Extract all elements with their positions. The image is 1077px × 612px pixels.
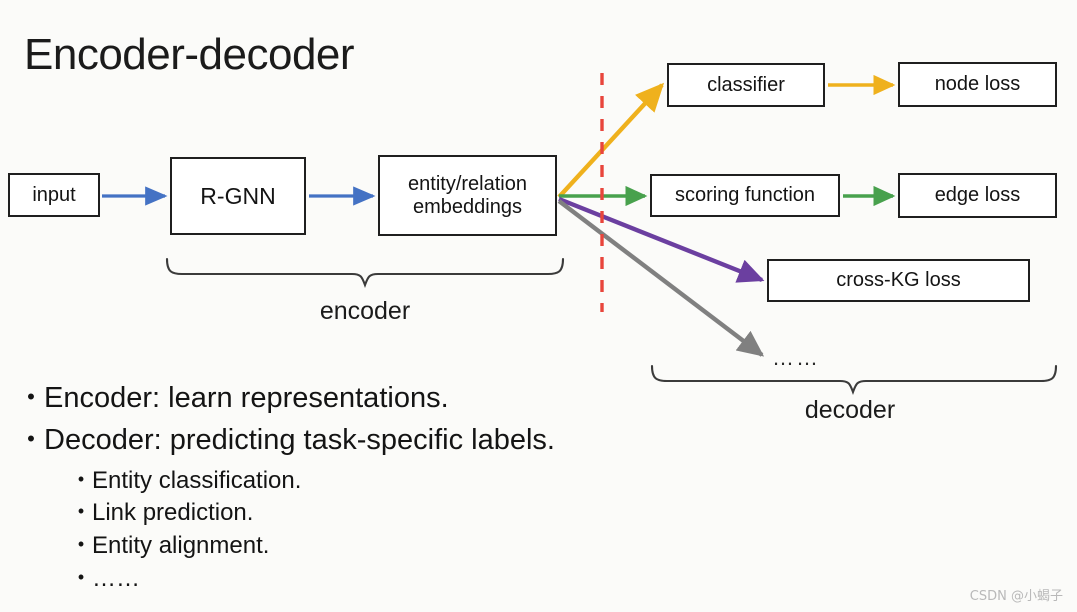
sub-bullet-item-entity-alignment: • Entity alignment. <box>18 532 658 561</box>
bullet-text: Decoder: predicting task-specific labels… <box>44 424 555 457</box>
diagram-box-input[interactable]: input <box>8 173 100 217</box>
watermark: CSDN @小蝎子 <box>969 589 1063 604</box>
bullet-text: Link prediction. <box>92 499 254 527</box>
diagram-box-classifier-label: classifier <box>707 73 785 96</box>
decoder-brace-label: decoder <box>804 396 896 424</box>
bullet-list: • Encoder: learn representations. • Deco… <box>18 382 658 598</box>
diagram-box-embeddings[interactable]: entity/relation embeddings <box>378 155 557 236</box>
sub-bullet-item-link-prediction: • Link prediction. <box>18 499 658 528</box>
bullet-marker: • <box>77 567 85 588</box>
bullet-text: Encoder: learn representations. <box>44 382 449 414</box>
sub-bullet-item-ellipsis: • …… <box>18 565 658 594</box>
diagram-box-edge-loss[interactable]: edge loss <box>898 173 1057 218</box>
decoder-ellipsis: …… <box>772 345 820 370</box>
bullet-text: Entity alignment. <box>92 532 270 560</box>
diagram-box-node-loss[interactable]: node loss <box>898 62 1057 107</box>
sub-bullet-item-entity-classification: • Entity classification. <box>18 467 658 496</box>
diagram-box-rgnn[interactable]: R-GNN <box>170 157 306 235</box>
embeddings-label-line2: embeddings <box>413 195 522 218</box>
bullet-marker: • <box>77 501 85 522</box>
diagram-box-node-loss-label: node loss <box>934 73 1021 95</box>
bullet-marker: • <box>77 534 85 555</box>
bullet-marker: • <box>77 468 85 489</box>
encoder-brace-label: encoder <box>319 297 411 325</box>
bullet-marker: • <box>27 384 35 409</box>
diagram-box-input-label: input <box>32 183 76 206</box>
diagram-box-classifier[interactable]: classifier <box>667 63 825 107</box>
diagram-box-cross-kg-loss-label: cross-KG loss <box>836 269 961 291</box>
encoder-brace <box>165 257 565 288</box>
bullet-marker: • <box>27 426 35 452</box>
decoder-brace <box>650 364 1058 395</box>
bullet-item-encoder: • Encoder: learn representations. <box>18 382 658 415</box>
diagram-box-embeddings-label: entity/relation embeddings <box>408 173 527 219</box>
diagram-box-scoring-function-label: scoring function <box>674 184 816 206</box>
diagram-box-rgnn-label: R-GNN <box>200 182 276 209</box>
diagram-box-scoring-function[interactable]: scoring function <box>650 174 840 217</box>
bullet-text: Entity classification. <box>92 466 302 494</box>
arrow-embeddings-to-ellipsis <box>557 199 765 357</box>
bullet-item-decoder: • Decoder: predicting task-specific labe… <box>18 424 658 457</box>
diagram-box-cross-kg-loss[interactable]: cross-KG loss <box>767 259 1030 302</box>
page-title: Encoder-decoder <box>24 30 355 79</box>
embeddings-label-line1: entity/relation <box>408 172 527 195</box>
diagram-box-edge-loss-label: edge loss <box>934 184 1021 206</box>
bullet-text: …… <box>92 565 140 593</box>
arrow-embeddings-to-classifier <box>557 82 665 199</box>
